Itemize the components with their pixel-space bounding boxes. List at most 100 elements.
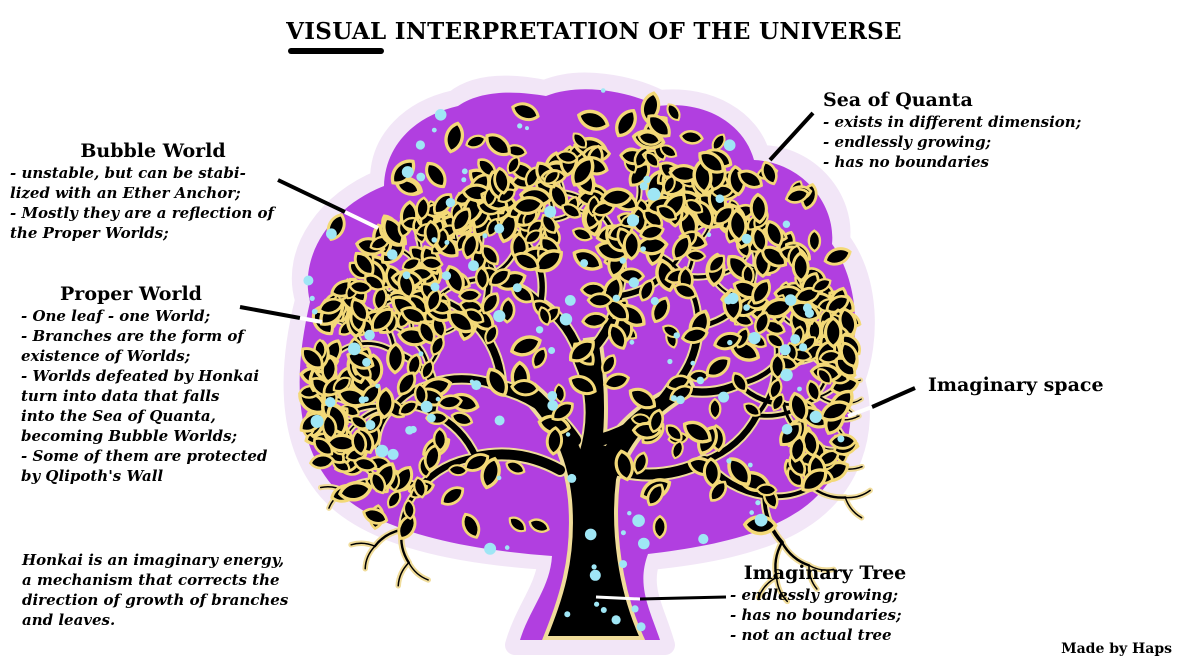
- leaf: [755, 483, 778, 497]
- bubble: [640, 246, 646, 252]
- bubble: [547, 400, 558, 411]
- bubble: [303, 275, 314, 286]
- bubble: [559, 313, 573, 326]
- proper-world-leader-tip: [299, 316, 323, 324]
- bubble: [611, 615, 621, 625]
- bubble: [444, 240, 450, 245]
- sea-of-quanta-line-3: - has no boundaries: [823, 153, 989, 171]
- bubble: [494, 415, 505, 426]
- leaf: [823, 316, 843, 349]
- branch-segment: [408, 561, 429, 581]
- bubble: [676, 395, 685, 405]
- bubble: [584, 528, 597, 541]
- bubble: [726, 458, 732, 464]
- bubble: [387, 249, 398, 260]
- credit: Made by Haps: [1061, 641, 1172, 657]
- imaginary-tree-line-2: - has no boundaries;: [730, 606, 902, 624]
- title-rest: INTERPRETATION OF THE UNIVERSE: [386, 18, 902, 45]
- proper-world-line-8: - Some of them are protected: [21, 447, 268, 465]
- bubble: [715, 194, 725, 203]
- bubble-world-line-3: - Mostly they are a reflection of: [10, 204, 274, 222]
- bubble: [580, 259, 589, 268]
- leaf: [807, 229, 822, 253]
- proper-world-line-7: becoming Bubble Worlds;: [21, 427, 238, 445]
- honkai-line-4: and leaves.: [22, 611, 116, 629]
- bubble: [724, 296, 733, 305]
- proper-world-line-9: by Qlipoth's Wall: [21, 467, 164, 485]
- bubble: [667, 358, 673, 365]
- bubble: [375, 444, 389, 458]
- bubble: [409, 425, 417, 434]
- honkai-note: Honkai is an imaginary energy, a mechani…: [22, 550, 288, 630]
- page-title: VISUAL INTERPRETATION OF THE UNIVERSE: [0, 18, 1188, 54]
- bubble: [600, 607, 607, 613]
- bubble: [564, 611, 571, 618]
- proper-world-heading: Proper World: [60, 283, 202, 305]
- bubble: [600, 88, 606, 93]
- bubble: [627, 511, 632, 516]
- branch-segment: [757, 576, 778, 599]
- bubble: [673, 332, 680, 339]
- branch-segment: [808, 564, 818, 590]
- bubble: [496, 475, 502, 481]
- honkai-line-3: direction of growth of branches: [22, 591, 289, 609]
- bubble: [431, 237, 438, 243]
- bubble: [310, 414, 324, 428]
- imaginary-space-heading: Imaginary space: [928, 374, 1104, 396]
- branch-segment: [397, 561, 410, 587]
- bubble: [362, 357, 371, 367]
- leaf: [586, 292, 614, 309]
- bubble: [517, 123, 523, 129]
- branch-segment: [350, 542, 376, 547]
- bubble-world-line-2: lized with an Ether Anchor;: [10, 184, 241, 202]
- branch-glow-segment: [395, 559, 412, 589]
- bubble: [743, 304, 750, 311]
- leaf: [652, 514, 668, 540]
- bubble-world-heading: Bubble World: [80, 140, 226, 162]
- proper-world-leader: [239, 305, 301, 320]
- bubble: [564, 295, 576, 306]
- bubble: [639, 182, 648, 191]
- bubble: [636, 622, 646, 632]
- bubble: [779, 344, 791, 356]
- branch-glow-segment: [406, 559, 431, 583]
- bubble: [548, 347, 556, 354]
- bubble: [647, 187, 661, 201]
- bubble: [802, 303, 812, 313]
- bubble: [471, 380, 482, 391]
- bubble: [547, 391, 558, 401]
- bubble: [441, 271, 452, 281]
- bubble: [790, 334, 801, 345]
- bubble: [461, 177, 467, 183]
- proper-world-line-4: - Worlds defeated by Honkai: [21, 367, 260, 385]
- bubble: [696, 376, 705, 385]
- bubble: [706, 232, 712, 237]
- bubble: [755, 500, 761, 506]
- sea-of-quanta-leader: [768, 111, 815, 162]
- branch-segment: [574, 353, 600, 462]
- imaginary-space-leader: [871, 386, 916, 409]
- bubble: [650, 297, 659, 306]
- bubble-world-line-4: the Proper Worlds;: [10, 224, 169, 242]
- bubble: [504, 545, 510, 550]
- sea-of-quanta-label: Sea of Quanta - exists in different dime…: [823, 88, 1081, 172]
- bubble-world-label: Bubble World - unstable, but can be stab…: [10, 139, 310, 243]
- branch-segment: [775, 576, 789, 603]
- honkai-line-2: a mechanism that corrects the: [22, 571, 280, 589]
- proper-world-line-2: - Branches are the form of: [21, 327, 244, 345]
- bubble: [431, 127, 437, 133]
- bubble: [748, 332, 761, 345]
- bubble: [781, 424, 793, 435]
- bubble: [484, 542, 497, 555]
- bubble: [535, 326, 544, 334]
- leaf: [708, 397, 722, 420]
- leaf: [622, 229, 641, 261]
- bubble: [461, 168, 468, 175]
- imaginary-tree-line-1: - endlessly growing;: [730, 586, 899, 604]
- branch-segment: [364, 545, 376, 570]
- bubble: [567, 473, 577, 483]
- bubble: [747, 462, 753, 468]
- bubble: [402, 271, 411, 280]
- honkai-line-1: Honkai is an imaginary energy,: [22, 551, 285, 569]
